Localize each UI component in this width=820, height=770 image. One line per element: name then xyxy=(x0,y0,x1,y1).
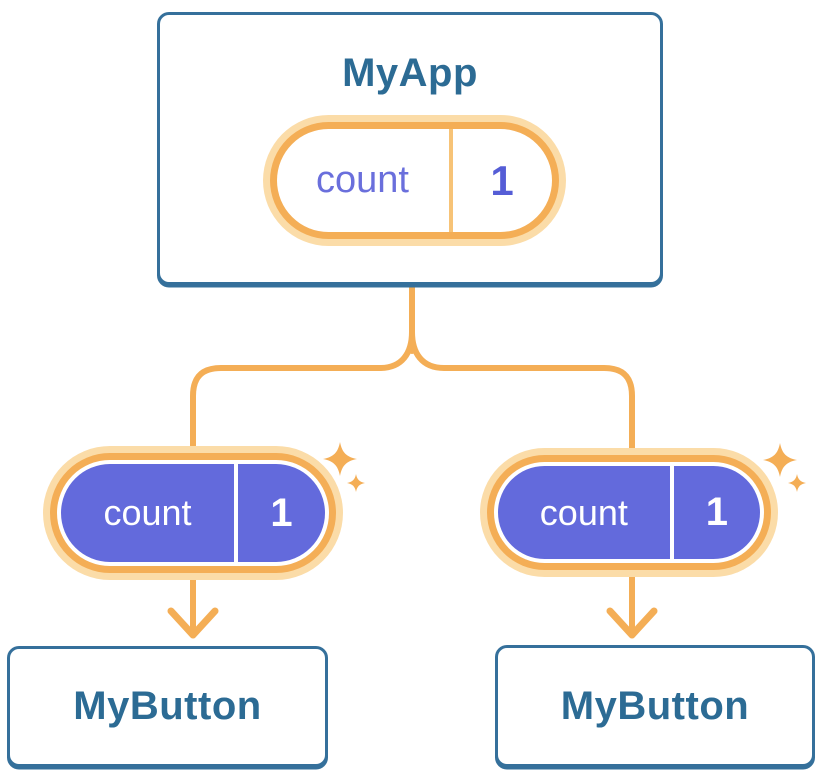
component-card-mybutton: MyButton xyxy=(495,645,815,767)
prop-label: count xyxy=(103,492,192,533)
component-title: MyButton xyxy=(73,684,262,728)
prop-pill-ring: count 1 xyxy=(50,453,336,573)
component-card-mybutton: MyButton xyxy=(7,646,328,767)
state-value: 1 xyxy=(490,156,514,204)
prop-pill-ring: count 1 xyxy=(487,455,771,570)
arrow-down-icon xyxy=(606,607,658,639)
sparkle-icon xyxy=(763,443,797,477)
prop-pill: count 1 xyxy=(480,448,778,577)
sparkle-icon xyxy=(323,442,357,476)
state-pill-ring: count 1 xyxy=(269,122,559,239)
pill-divider xyxy=(234,464,238,562)
component-title: MyButton xyxy=(560,683,750,728)
prop-label: count xyxy=(539,491,628,533)
prop-pill: count 1 xyxy=(43,446,343,580)
prop-value: 1 xyxy=(705,490,728,534)
component-title: MyApp xyxy=(342,51,478,95)
sparkle-icon xyxy=(788,474,806,492)
arrow-down-icon xyxy=(167,607,219,639)
pill-divider xyxy=(669,466,674,559)
pill-divider xyxy=(448,129,453,232)
state-label: count xyxy=(316,159,409,201)
sparkle-icon xyxy=(347,474,365,492)
prop-value: 1 xyxy=(270,490,293,535)
state-pill: count 1 xyxy=(262,115,566,246)
component-card-myapp: MyApp count 1 xyxy=(157,12,663,285)
